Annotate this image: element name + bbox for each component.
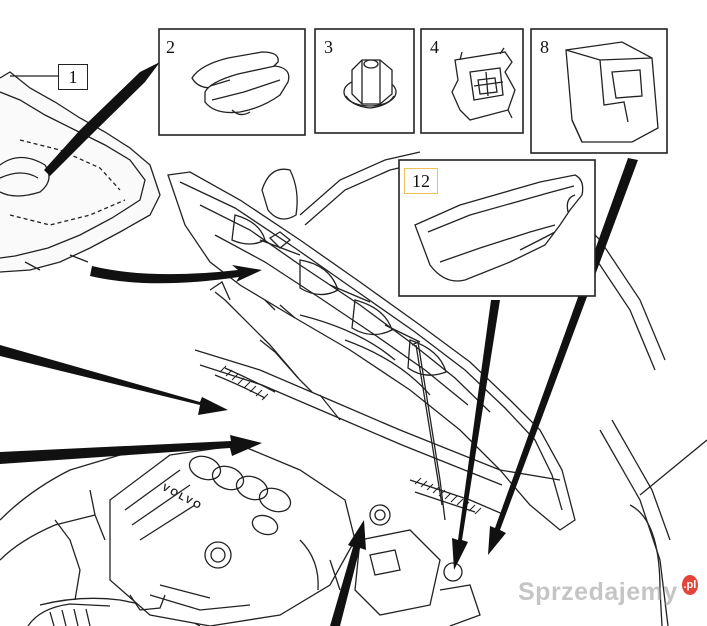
part-12-cover-strip-drawing xyxy=(414,174,584,282)
hood-insulation-pad xyxy=(0,71,161,273)
callout-8: 8 xyxy=(540,37,549,57)
pointer-arrow-bottom xyxy=(330,520,366,626)
pointer-arrow-pad xyxy=(44,62,160,176)
pointer-arrow-8 xyxy=(488,158,638,555)
hood-support-struts xyxy=(209,281,446,521)
pointer-arrow-left-upper xyxy=(0,345,228,415)
callout-4: 4 xyxy=(430,37,439,57)
engine-bay-components xyxy=(54,489,481,626)
callout-2: 2 xyxy=(166,37,175,57)
leader-lines xyxy=(10,75,341,421)
callout-3: 3 xyxy=(324,37,333,57)
watermark-badge: .pl xyxy=(681,575,698,595)
part-2-clip-drawing xyxy=(191,51,290,116)
pointer-arrows xyxy=(0,62,638,626)
part-4-spring-clip-drawing xyxy=(451,47,516,121)
part-3-flange-nut-drawing xyxy=(343,59,397,109)
callout-12: 12 xyxy=(404,168,438,194)
engine-cover xyxy=(109,444,356,626)
pointer-arrow-12 xyxy=(452,300,500,570)
watermark: Sprzedajemy .pl xyxy=(518,575,698,609)
watermark-text: Sprzedajemy xyxy=(518,577,678,606)
part-8-seal-drawing xyxy=(565,41,659,143)
pointer-arrow-left-lower xyxy=(0,435,262,464)
pointer-arrow-hood xyxy=(90,265,262,284)
callout-1: 1 xyxy=(58,64,88,90)
